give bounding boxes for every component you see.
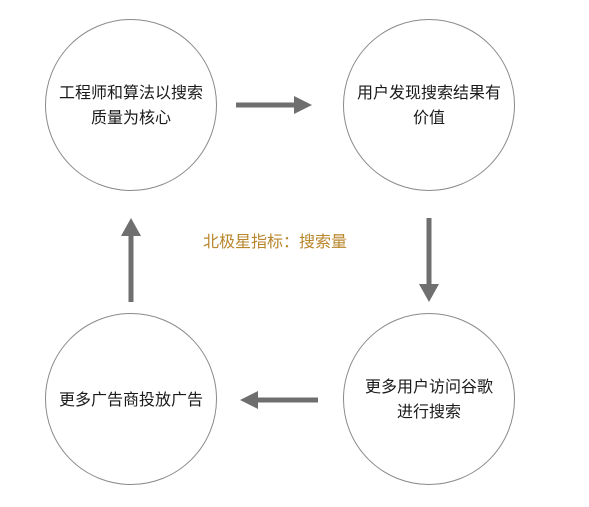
arrow-n3-to-n4 (240, 391, 318, 409)
node-label: 更多广告商投放广告 (58, 389, 203, 409)
node-more-advertisers: 更多广告商投放广告 (45, 313, 217, 485)
arrow-n2-to-n3 (419, 218, 439, 302)
north-star-metric-label: 北极星指标：搜索量 (202, 232, 347, 251)
arrow-n1-to-n2 (236, 96, 312, 114)
node-more-users-search: 更多用户访问谷歌进行搜索 (343, 313, 515, 485)
node-users-find-value: 用户发现搜索结果有价值 (343, 19, 515, 191)
node-label: 用户发现搜索结果有价值 (357, 83, 502, 127)
arrow-n4-to-n1 (121, 218, 141, 302)
node-label: 工程师和算法以搜索质量为核心 (58, 83, 203, 127)
node-label: 更多用户访问谷歌进行搜索 (364, 377, 493, 421)
node-engineering-quality: 工程师和算法以搜索质量为核心 (45, 19, 217, 191)
